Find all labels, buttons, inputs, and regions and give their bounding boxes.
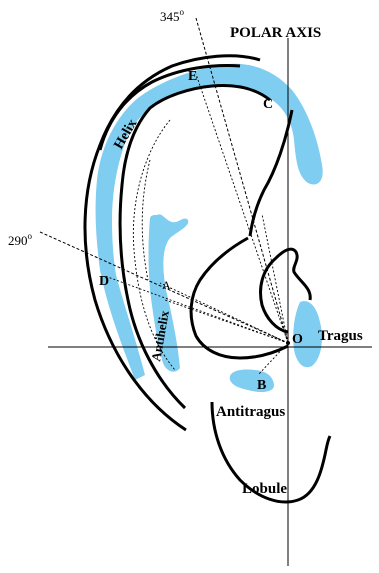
point-c-label: C bbox=[263, 97, 273, 112]
point-d-label: D bbox=[99, 274, 109, 289]
radial-line-e bbox=[196, 74, 288, 343]
origin-point bbox=[286, 341, 290, 345]
angle-290-value: 290 bbox=[8, 233, 28, 248]
axes bbox=[40, 18, 372, 566]
antitragus-label: Antitragus bbox=[216, 404, 285, 420]
polar-axis-label: POLAR AXIS bbox=[230, 25, 321, 41]
point-e-label: E bbox=[188, 69, 197, 84]
point-b-label: B bbox=[257, 378, 266, 393]
antitragus-region bbox=[230, 369, 274, 392]
helix-inner-outline bbox=[120, 86, 270, 408]
angle-290-unit: o bbox=[28, 231, 33, 241]
point-a-label: A bbox=[162, 278, 171, 292]
angle-345-label: 345o bbox=[160, 7, 185, 24]
angle-345-value: 345 bbox=[160, 9, 180, 24]
angle-345-unit: o bbox=[180, 7, 185, 17]
lobule-label: Lobule bbox=[242, 481, 287, 497]
triangular-fossa-outline bbox=[250, 110, 292, 236]
point-o-label: O bbox=[292, 332, 303, 347]
angle-290-label: 290o bbox=[8, 231, 33, 248]
tragus-label: Tragus bbox=[318, 328, 363, 344]
